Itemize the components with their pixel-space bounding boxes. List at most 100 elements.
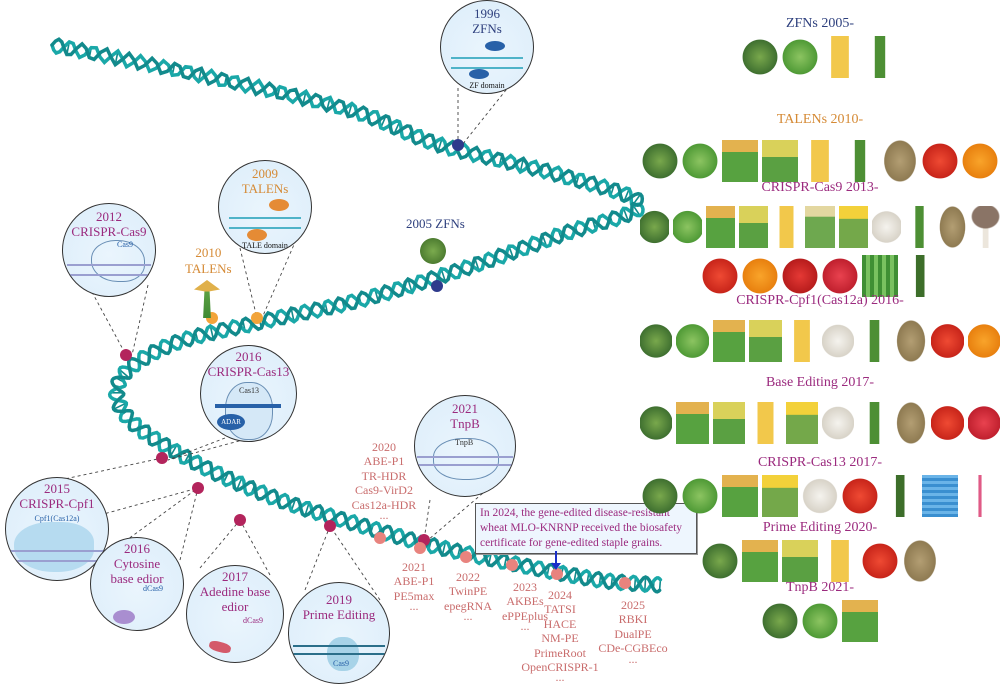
dashed-connector-line (91, 291, 127, 356)
potato-icon (882, 140, 918, 182)
dashed-connector-line (167, 437, 226, 461)
rice-icon (722, 475, 758, 517)
inset-domain-label: TALE domain (242, 241, 288, 250)
wheat-icon (782, 540, 818, 582)
crop-row-title: CRISPR-Cas9 2013- (761, 180, 879, 195)
inset-protein-label: dCas9 (143, 584, 163, 593)
maize-icon (785, 320, 818, 362)
rice-icon (712, 320, 746, 362)
soybean-icon (842, 140, 878, 182)
inset-title: CRISPR-Cas13 (207, 363, 290, 379)
crop-icon-row (639, 402, 1000, 444)
dna-schematic-icon (293, 645, 385, 655)
adar-protein-icon: ADAR (217, 414, 245, 430)
crop-icon-row (639, 206, 1000, 248)
crop-icon-row (640, 475, 1000, 517)
crop-row-title: TnpB 2021- (785, 580, 855, 595)
dot-2015-cpf1 (156, 452, 168, 464)
inset-protein-label: dCas9 (243, 616, 263, 625)
tnpb-protein-icon (433, 438, 499, 480)
dot-2022 (460, 551, 472, 563)
arabidopsis-icon (639, 320, 673, 362)
down-arrow-icon (555, 551, 557, 565)
crop-row-title: CRISPR-Cpf1(Cas12a) 2016- (736, 293, 904, 308)
tobacco-icon (682, 140, 718, 182)
arabidopsis-icon (418, 236, 448, 266)
dashed-connector-line (119, 487, 199, 546)
inset-title: Prime Editing (302, 606, 376, 622)
rice-icon (706, 206, 736, 248)
tool-item: NM-PE (541, 631, 579, 646)
rna-strand-icon (215, 404, 281, 408)
cucumber-icon (902, 255, 938, 297)
crop-row-title: Base Editing 2017- (765, 375, 875, 390)
inset-title: Adedine base edior (199, 583, 271, 614)
strawberry-icon (822, 255, 858, 297)
inset-protein-label: Cas9 (333, 659, 349, 668)
tools-year: 2022 (456, 570, 480, 584)
event-year: 2010 (195, 245, 222, 260)
tomato-icon (842, 475, 878, 517)
dashed-connector-line (131, 284, 149, 356)
dot-2019-prime (324, 520, 336, 532)
inset-protein-label: TnpB (455, 438, 474, 447)
tools-2021: 2021 ABE-P1 PE5max ... (384, 560, 444, 612)
cpf1-protein-icon (14, 522, 94, 572)
potato-icon (937, 206, 967, 248)
maize-icon (822, 36, 858, 78)
inset-title: CRISPR-Cas9 (71, 223, 147, 239)
inset-year: 2009 (252, 166, 278, 181)
dot-2021 (414, 542, 426, 554)
arabidopsis-icon (742, 36, 778, 78)
tools-year: 2024 (548, 588, 572, 602)
inset-year: 2016 (124, 541, 150, 556)
tomato-icon (922, 140, 958, 182)
tomato-icon (702, 255, 738, 297)
tool-item: PrimeRoot (533, 645, 586, 660)
wheat-icon (762, 140, 798, 182)
tool-item: ePPEplus (501, 608, 548, 623)
dot-2005-zfns (431, 280, 443, 292)
potato-icon (902, 540, 938, 582)
rice-icon (742, 540, 778, 582)
crop-icon-row (640, 540, 1000, 582)
mushroom-icon (970, 206, 1000, 248)
inset-title: Cytosine base edior (110, 555, 164, 586)
tool-item: ... (520, 619, 530, 634)
crop-icon-row (640, 36, 1000, 78)
tobacco-icon (673, 206, 703, 248)
dot-2016-cbe (234, 514, 246, 526)
crop-row-title: TALENs 2010- (776, 112, 864, 127)
apple-icon (782, 255, 818, 297)
dashed-connector-line (329, 525, 381, 601)
tool-item: ABE-P1 (363, 454, 405, 469)
tool-item: TwinPE (448, 584, 488, 599)
rapeseed-icon (838, 206, 868, 248)
cotton-icon (822, 320, 855, 362)
tobacco-icon (802, 600, 838, 642)
wheat-icon (712, 402, 746, 444)
inset-title: CRISPR-Cpf1 (19, 495, 95, 511)
tobacco-icon (676, 320, 709, 362)
rapeseed-icon (785, 402, 818, 444)
tool-item: ... (463, 609, 473, 624)
tool-item: ... (555, 670, 565, 685)
event-label-2005-zfns: 2005 ZFNs (406, 216, 465, 231)
maize-icon (772, 206, 802, 248)
sorghum-icon (805, 206, 835, 248)
deaminase-protein-icon (113, 610, 135, 624)
dna-base-pair (658, 579, 662, 591)
fok1-protein-icon (469, 69, 489, 79)
tool-item: RBKI (618, 612, 648, 627)
dot-2016-cas13 (192, 482, 204, 494)
event-name: TALENs (185, 260, 232, 276)
cotton-icon (822, 402, 855, 444)
dot-2012-cas9 (120, 349, 132, 361)
orange-icon (742, 255, 778, 297)
